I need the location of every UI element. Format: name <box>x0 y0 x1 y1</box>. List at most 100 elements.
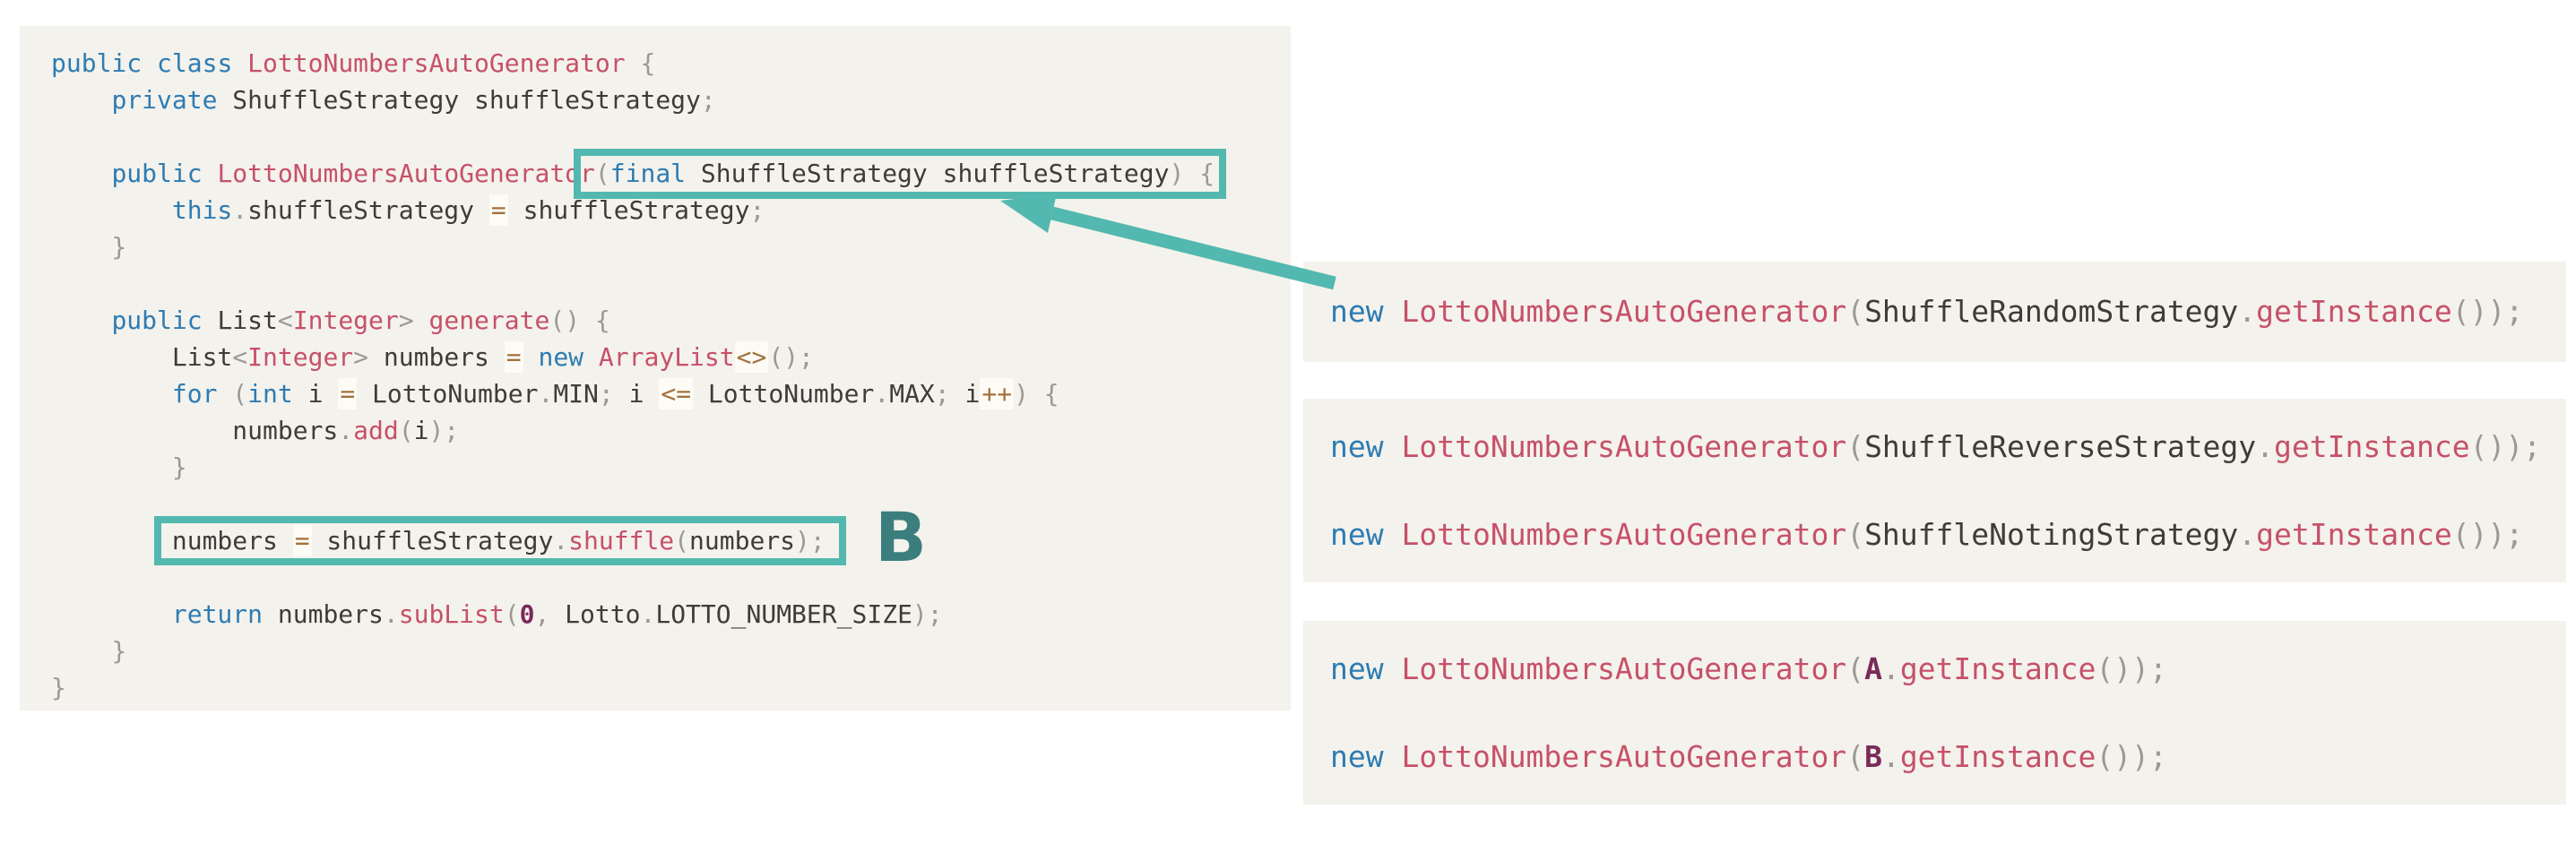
code-token: numbers <box>263 599 384 629</box>
code-line: } <box>51 669 1291 706</box>
code-line: numbers = shuffleStrategy.shuffle(number… <box>51 522 1291 559</box>
label-b: B <box>875 497 927 577</box>
code-line <box>51 265 1291 302</box>
code-token: = <box>488 194 508 226</box>
code-token: ; <box>700 85 716 115</box>
code-token: new <box>1330 428 1384 464</box>
code-token: ( <box>1846 428 1865 464</box>
code-token <box>414 306 429 335</box>
code-token: > <box>398 306 414 335</box>
code-token <box>51 232 111 262</box>
code-token: MAX <box>889 379 935 409</box>
code-token: shuffleStrategy <box>247 195 489 225</box>
code-line: public LottoNumbersAutoGenerator(final S… <box>51 155 1291 192</box>
code-token: = <box>292 525 312 556</box>
code-line: this.shuffleStrategy = shuffleStrategy; <box>51 192 1291 228</box>
code-token: } <box>51 673 66 702</box>
code-token <box>626 48 641 78</box>
code-token: ( <box>1846 516 1865 552</box>
code-token: ); <box>795 526 826 555</box>
code-token: A <box>1864 650 1882 686</box>
code-token: List <box>202 306 278 335</box>
code-token: ()); <box>2451 294 2524 329</box>
code-token <box>583 342 599 372</box>
code-token: ( <box>398 416 414 445</box>
code-token: ShuffleReverseStrategy <box>1864 428 2257 464</box>
code-token: < <box>232 342 248 372</box>
code-token: (); <box>768 342 814 372</box>
code-line: new LottoNumbersAutoGenerator(ShuffleNot… <box>1303 517 2566 553</box>
code-token: LottoNumbersAutoGenerator <box>1401 650 1847 686</box>
code-token: public <box>111 159 203 188</box>
code-token: . <box>2238 294 2257 329</box>
left-code-panel: public class LottoNumbersAutoGenerator {… <box>20 26 1291 711</box>
code-token: ); <box>428 416 460 445</box>
code-token: numbers <box>689 526 796 555</box>
code-line: List<Integer> numbers = new ArrayList<>(… <box>51 339 1291 375</box>
code-token: Lotto <box>549 599 641 629</box>
code-token: ( <box>232 379 248 409</box>
code-token: } <box>171 452 187 482</box>
code-token: , <box>534 599 550 629</box>
code-token: return <box>171 599 264 629</box>
code-token: ()); <box>2469 428 2542 464</box>
code-token: () { <box>549 306 610 335</box>
code-token: . <box>640 599 656 629</box>
code-token: ( <box>594 159 610 188</box>
code-line: new LottoNumbersAutoGenerator(ShuffleRev… <box>1303 429 2566 465</box>
code-token <box>1384 294 1402 329</box>
code-token: this <box>171 195 233 225</box>
code-line: return numbers.subList(0, Lotto.LOTTO_NU… <box>51 596 1291 633</box>
code-token: = <box>504 341 523 373</box>
code-token: new <box>538 342 584 372</box>
usage-panel-reverse-noting-strategy: new LottoNumbersAutoGenerator(ShuffleRev… <box>1303 399 2566 582</box>
code-token: LottoNumbersAutoGenerator <box>247 48 626 78</box>
code-token: List <box>51 342 233 372</box>
code-token <box>1384 739 1402 774</box>
code-token <box>51 306 111 335</box>
code-token: generate <box>428 306 550 335</box>
code-token: subList <box>398 599 505 629</box>
code-token: . <box>338 416 354 445</box>
code-token: ShuffleStrategy shuffleStrategy <box>217 85 701 115</box>
code-token: LOTTO_NUMBER_SIZE <box>655 599 912 629</box>
code-token: shuffleStrategy <box>311 526 554 555</box>
code-token: i <box>613 379 660 409</box>
code-token: new <box>1330 516 1384 552</box>
code-token: getInstance <box>1899 650 2096 686</box>
code-line: } <box>51 449 1291 486</box>
code-line: for (int i = LottoNumber.MIN; i <= Lotto… <box>51 375 1291 412</box>
code-token: getInstance <box>2256 294 2452 329</box>
code-token: getInstance <box>2256 516 2452 552</box>
code-token: <= <box>659 378 694 409</box>
code-line: public class LottoNumbersAutoGenerator { <box>51 45 1291 82</box>
code-token <box>51 85 111 115</box>
code-token: . <box>232 195 248 225</box>
constructor-param-highlight-box <box>574 149 1226 199</box>
code-token: ; <box>934 379 950 409</box>
code-token: final <box>609 159 687 188</box>
code-token: . <box>383 599 399 629</box>
code-token: Integer <box>292 306 399 335</box>
code-token: . <box>538 379 554 409</box>
code-token: B <box>1864 738 1882 774</box>
code-token: public <box>51 48 143 78</box>
code-token <box>51 195 172 225</box>
code-token: } <box>111 232 127 262</box>
code-token: new <box>1330 294 1384 329</box>
code-token: MIN <box>553 379 599 409</box>
code-line: new LottoNumbersAutoGenerator(B.getInsta… <box>1303 739 2566 775</box>
code-token: ( <box>504 599 520 629</box>
code-token: ShuffleRandomStrategy <box>1864 294 2239 329</box>
code-line: private ShuffleStrategy shuffleStrategy; <box>51 82 1291 118</box>
code-token: ( <box>1846 738 1865 774</box>
code-token: LottoNumbersAutoGenerator <box>1401 738 1847 774</box>
code-token: i <box>949 379 981 409</box>
shuffle-call-highlight-box <box>154 516 846 565</box>
code-line: new LottoNumbersAutoGenerator(ShuffleRan… <box>1303 294 2566 330</box>
code-token: LottoNumbersAutoGenerator <box>217 159 595 188</box>
code-token: ( <box>674 526 690 555</box>
code-token: ()); <box>2096 650 2167 686</box>
code-line: } <box>51 228 1291 265</box>
code-token: . <box>2256 428 2275 464</box>
